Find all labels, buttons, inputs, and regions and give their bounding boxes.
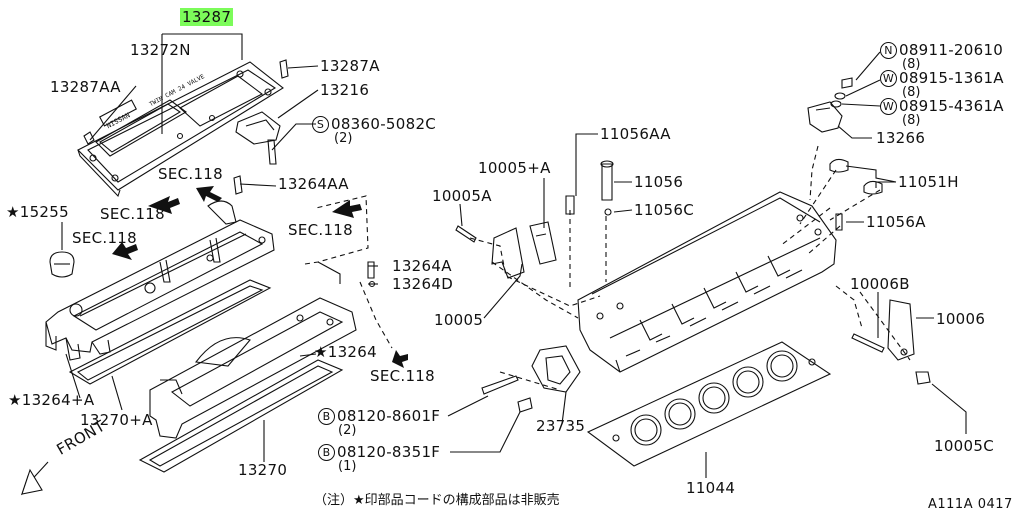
footnote: （注）★印部品コードの構成部品は非販売 [314,493,560,508]
label-13264[interactable]: ★13264 [314,343,377,361]
label-10005C[interactable]: 10005C [934,437,994,455]
label-sec118-a[interactable]: SEC.118 [158,165,223,183]
rocker-cover-left [45,219,275,361]
label-10005-plus-A[interactable]: 10005+A [478,159,551,177]
qty-08360: (2) [334,131,353,146]
b-symbol-icon: B [318,408,335,425]
label-10006[interactable]: 10006 [936,310,986,328]
qty-08915-4361A: (8) [902,113,921,128]
label-11056C[interactable]: 11056C [634,201,694,219]
label-13264A[interactable]: 13264A [392,257,452,275]
label-15255[interactable]: ★15255 [6,203,69,221]
label-10005A[interactable]: 10005A [432,187,492,205]
label-13270-plus-A[interactable]: 13270+A [80,411,153,429]
label-sec118-d[interactable]: SEC.118 [288,221,353,239]
label-13270[interactable]: 13270 [238,461,288,479]
label-10006B[interactable]: 10006B [850,275,910,293]
w-symbol-icon: W [880,70,897,87]
n-symbol-icon: N [880,42,897,59]
label-11056AA[interactable]: 11056AA [600,125,671,143]
label-sec118-e[interactable]: SEC.118 [370,367,435,385]
w-symbol-icon: W [880,98,897,115]
label-11044[interactable]: 11044 [686,479,736,497]
label-11056A[interactable]: 11056A [866,213,926,231]
cylinder-head [577,191,837,373]
label-13264AA[interactable]: 13264AA [278,175,349,193]
svg-text:NISSAN: NISSAN [105,111,131,130]
svg-text:TWIN CAM 24 VALVE: TWIN CAM 24 VALVE [148,73,206,108]
head-gasket [586,341,832,467]
qty-08120-8601F: (2) [338,423,357,438]
qty-08120-8351F: (1) [338,459,357,474]
label-13266[interactable]: 13266 [876,129,926,147]
label-sec118-c[interactable]: SEC.118 [72,229,137,247]
label-13287AA[interactable]: 13287AA [50,78,121,96]
label-13287A[interactable]: 13287A [320,57,380,75]
label-23735[interactable]: 23735 [536,417,586,435]
label-sec118-b[interactable]: SEC.118 [100,205,165,223]
qty-08915-1361A: (8) [902,85,921,100]
label-10005[interactable]: 10005 [434,311,484,329]
rocker-cover-right [149,261,357,439]
label-13264-plus-A[interactable]: ★13264+A [8,391,95,409]
qty-08911: (8) [902,57,921,72]
diagram-code: A111A 0417 [928,497,1013,512]
label-13287[interactable]: 13287 [180,8,234,26]
b-symbol-icon: B [318,444,335,461]
label-13216[interactable]: 13216 [320,81,370,99]
label-11056[interactable]: 11056 [634,173,684,191]
label-13264D[interactable]: 13264D [392,275,454,293]
label-13272N[interactable]: 13272N [130,41,191,59]
s-symbol-icon: S [312,116,329,133]
label-11051H[interactable]: 11051H [898,173,959,191]
